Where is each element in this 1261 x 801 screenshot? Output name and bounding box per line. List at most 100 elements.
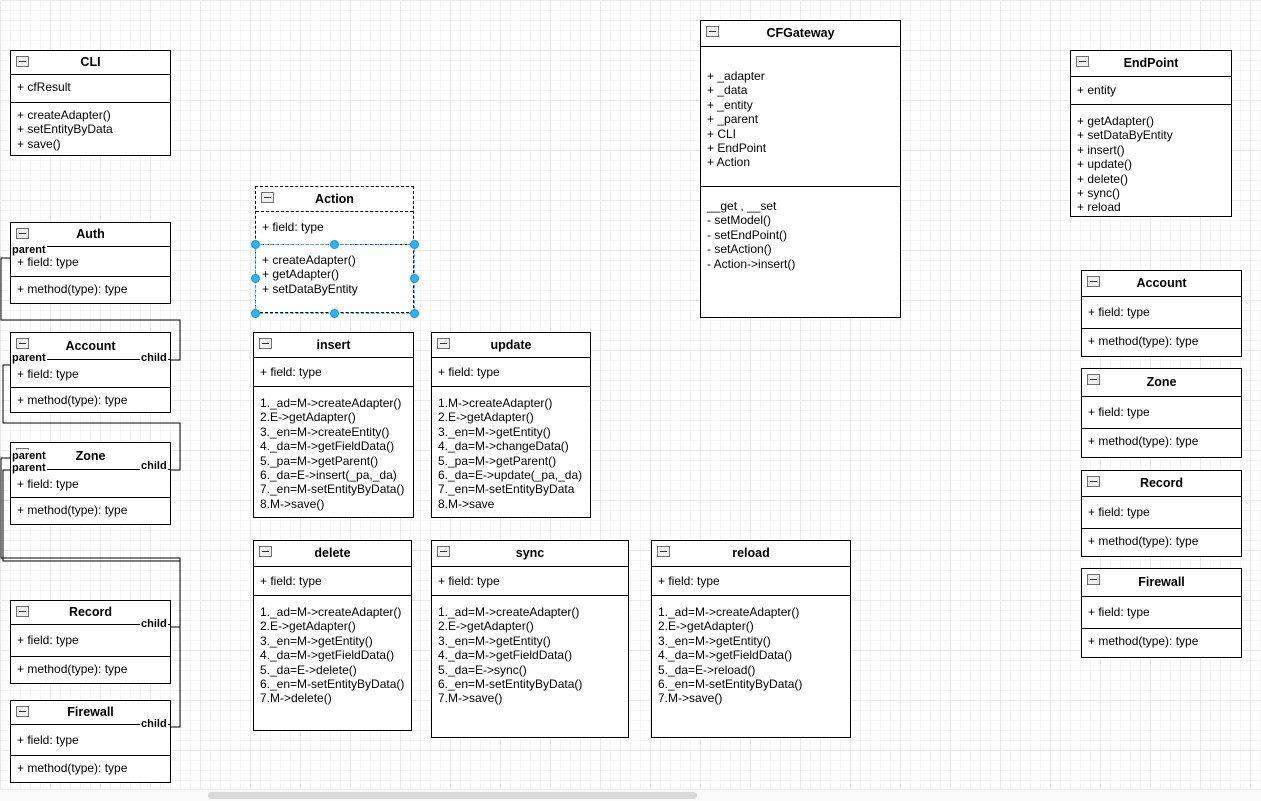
method-row: + method(type): type (1088, 534, 1199, 548)
edge-zone-firewall[interactable] (2, 469, 181, 728)
edge-label-child[interactable]: child (140, 460, 168, 472)
horizontal-scrollbar-thumb[interactable] (208, 792, 697, 799)
edge-label-parent[interactable]: parent (11, 352, 47, 364)
edge-label-child[interactable]: child (140, 618, 168, 630)
class-name: update (490, 338, 532, 352)
collapse-icon[interactable] (16, 338, 29, 349)
edge-label-parent[interactable]: parent (11, 450, 47, 462)
field-row: + CLI (707, 126, 737, 141)
selection-handle-se[interactable] (410, 309, 419, 318)
class-box-action[interactable]: Action+ field: type+ createAdapter()+ ge… (255, 186, 414, 313)
method-row: + method(type): type (1088, 334, 1199, 348)
method-row: + setEntityByData (17, 122, 113, 137)
class-box-account-right[interactable]: Account+ field: type+ method(type): type (1081, 270, 1242, 357)
collapse-icon[interactable] (16, 706, 29, 717)
edge-account-zone[interactable] (2, 364, 181, 471)
method-row: 1._ad=M->createAdapter() (658, 605, 800, 619)
methods-compartment: + method(type): type (1082, 629, 1241, 657)
collapse-icon[interactable] (657, 546, 670, 557)
fields-compartment: + field: type (11, 625, 170, 657)
method-row: - setAction() (707, 242, 772, 257)
class-title-bar: delete (254, 541, 411, 567)
class-box-record-left[interactable]: Record+ field: type+ method(type): type (10, 600, 171, 684)
class-box-account-left[interactable]: Account+ field: type+ method(type): type (10, 332, 171, 413)
class-box-auth[interactable]: Auth+ field: type+ method(type): type (10, 222, 171, 304)
selection-handle-ne[interactable] (410, 240, 419, 249)
methods-compartment: + method(type): type (11, 388, 170, 412)
collapse-icon[interactable] (1087, 476, 1100, 487)
selection-handle-w[interactable] (251, 274, 260, 283)
collapse-icon[interactable] (16, 56, 29, 67)
method-row: 7.M->save() (438, 691, 503, 706)
class-title-bar: Auth (11, 223, 170, 247)
field-row: + _adapter (707, 69, 765, 83)
collapse-icon[interactable] (1087, 374, 1100, 385)
collapse-icon[interactable] (437, 338, 450, 349)
method-row: 5._da=E->delete() (260, 662, 357, 677)
collapse-icon[interactable] (259, 546, 272, 557)
field-row: + field: type (658, 574, 720, 588)
class-title-bar: Zone (1082, 369, 1241, 397)
class-box-record-right[interactable]: Record+ field: type+ method(type): type (1081, 470, 1242, 557)
fields-compartment: + field: type (432, 358, 590, 387)
fields-compartment: + field: type (432, 567, 628, 596)
collapse-icon[interactable] (16, 606, 29, 617)
fields-compartment: + field: type (11, 360, 170, 388)
class-title-bar: CFGateway (701, 21, 900, 47)
methods-compartment: + method(type): type (11, 756, 170, 782)
class-box-endpoint[interactable]: EndPoint+ entity+ getAdapter()+ setDataB… (1070, 50, 1232, 217)
fields-compartment: + field: type (1082, 297, 1241, 329)
method-row: - Action->insert() (707, 256, 796, 271)
methods-compartment: + createAdapter()+ getAdapter()+ setData… (256, 245, 413, 312)
class-box-zone-right[interactable]: Zone+ field: type+ method(type): type (1081, 368, 1242, 458)
method-row: + method(type): type (17, 761, 128, 775)
class-name: insert (316, 338, 351, 352)
edge-auth-account[interactable] (0, 257, 181, 361)
edge-label-parent[interactable]: parent (11, 462, 47, 474)
collapse-icon[interactable] (706, 26, 719, 37)
collapse-icon[interactable] (1087, 574, 1100, 585)
methods-compartment: + method(type): type (1082, 529, 1241, 556)
collapse-icon[interactable] (261, 192, 274, 203)
method-row: 5._pa=M->getParent() (260, 453, 379, 468)
collapse-icon[interactable] (437, 546, 450, 557)
selection-handle-sw[interactable] (251, 309, 260, 318)
class-title-bar: sync (432, 541, 628, 567)
edge-label-child[interactable]: child (140, 352, 168, 364)
selection-handle-nw[interactable] (251, 240, 260, 249)
fields-compartment: + field: type (11, 247, 170, 277)
edge-label-parent[interactable]: parent (11, 244, 47, 256)
class-box-firewall-right[interactable]: Firewall+ field: type+ method(type): typ… (1081, 568, 1242, 658)
class-name: Firewall (1138, 575, 1185, 589)
edge-label-child[interactable]: child (140, 718, 168, 730)
collapse-icon[interactable] (1087, 276, 1100, 287)
method-row: 5._da=E->reload() (658, 662, 756, 677)
methods-compartment: + getAdapter()+ setDataByEntity+ insert(… (1071, 105, 1231, 216)
class-box-cli[interactable]: CLI+ cfResult+ createAdapter()+ setEntit… (10, 50, 171, 156)
class-name: Record (68, 605, 113, 619)
class-box-firewall-left[interactable]: Firewall+ field: type+ method(type): typ… (10, 700, 171, 783)
selection-handle-e[interactable] (410, 274, 419, 283)
method-row: 3._en=M->getEntity() (438, 424, 551, 439)
collapse-icon[interactable] (16, 228, 29, 239)
selection-handle-n[interactable] (330, 240, 339, 249)
collapse-icon[interactable] (259, 338, 272, 349)
method-row: + method(type): type (17, 503, 128, 517)
class-box-cfgateway[interactable]: CFGateway+ _adapter+ _data+ _entity+ _pa… (700, 20, 901, 318)
horizontal-scrollbar-track[interactable] (0, 789, 1261, 801)
edge-zone-record[interactable] (0, 457, 181, 628)
class-title-bar: insert (254, 333, 413, 358)
field-row: + field: type (17, 367, 79, 381)
fields-compartment: + field: type (254, 567, 411, 596)
method-row: 1._ad=M->createAdapter() (260, 396, 402, 410)
method-row: 2.E->getAdapter() (438, 410, 534, 425)
collapse-icon[interactable] (1076, 56, 1089, 67)
selection-handle-s[interactable] (330, 309, 339, 318)
